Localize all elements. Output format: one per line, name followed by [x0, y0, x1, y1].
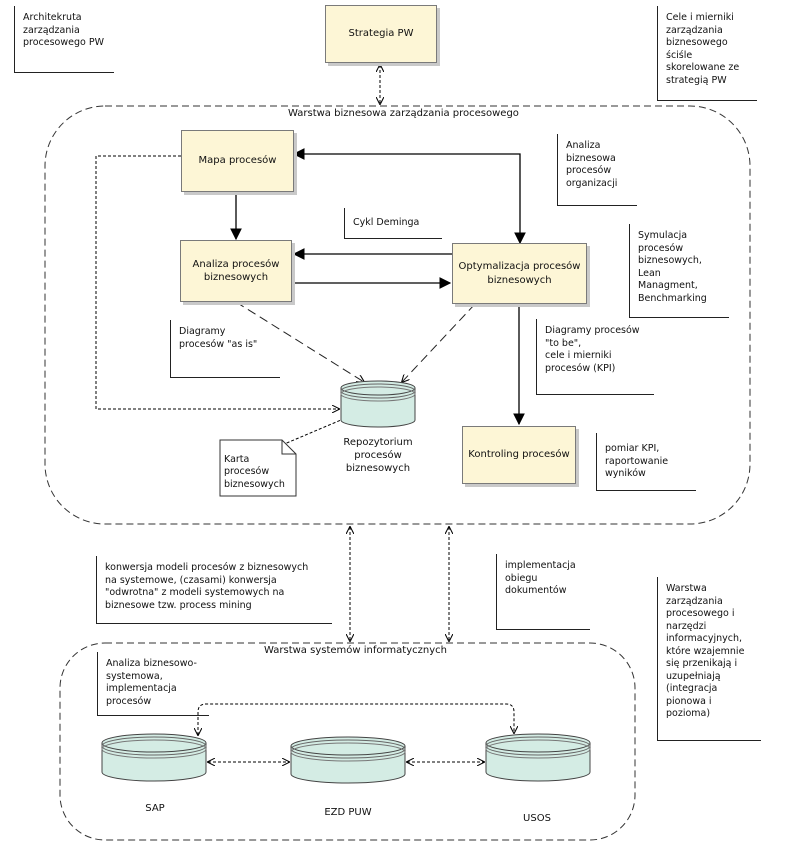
sap-label: SAP — [145, 803, 165, 814]
strategy-box: Strategia PW — [325, 5, 437, 63]
systems-layer-title: Warstwa systemów informatycznych — [262, 645, 449, 656]
to-be-note: Diagramy procesów "to be", cele i mierni… — [536, 319, 654, 395]
business-analysis-note: Analiza biznesowa procesów organizacji — [557, 134, 637, 206]
system-analysis-note: Analiza biznesowo- systemowa, implementa… — [97, 652, 209, 716]
analysis-to-repository-link — [235, 301, 364, 382]
process-card-label: Karta procesów biznesowych — [224, 454, 285, 490]
process-controlling-box: Kontroling procesów — [462, 426, 576, 484]
process-analysis-box: Analiza procesów biznesowych — [180, 240, 292, 302]
process-map-box: Mapa procesów — [181, 130, 294, 192]
process-optimization-label: Optymalizacja procesów biznesowych — [458, 261, 581, 286]
as-is-note: Diagramy procesów "as is" — [170, 320, 280, 378]
process-card-shape — [219, 439, 297, 497]
map-to-repository-link — [95, 155, 339, 409]
usos-label: USOS — [523, 813, 551, 824]
goals-note: Cele i mierniki zarządzania biznesowego … — [657, 6, 757, 101]
simulation-note: Symulacja procesów biznesowych, Lean Man… — [629, 224, 729, 318]
architecture-note: Architekruta zarządzania procesowego PW — [14, 6, 114, 73]
business-layer-title: Warstwa biznesowa zarządzania procesoweg… — [286, 108, 521, 119]
layers-note: Warstwa zarządzania procesowego i narzęd… — [657, 577, 761, 741]
ezd-cylinder — [290, 736, 406, 784]
business-layer-frame — [44, 105, 751, 525]
conversion-note: konwersja modeli procesów z biznesowych … — [96, 556, 332, 624]
optimization-to-map-arrow — [292, 148, 526, 245]
process-repository-cylinder — [340, 380, 416, 428]
systems-layer-frame — [59, 642, 636, 841]
kpi-note: pomiar KPI, raportowanie wyników — [596, 433, 696, 491]
strategy-label: Strategia PW — [348, 28, 414, 40]
usos-cylinder — [485, 733, 591, 782]
deming-note: Cykl Deminga — [344, 208, 442, 239]
document-flow-note: implementacja obiegu dokumentów — [496, 554, 590, 630]
ezd-label: EZD PUW — [324, 807, 372, 818]
sap-cylinder — [101, 733, 207, 782]
process-analysis-label: Analiza procesów biznesowych — [192, 258, 280, 284]
process-optimization-box: Optymalizacja procesów biznesowych — [452, 243, 587, 304]
process-map-label: Mapa procesów — [198, 155, 277, 167]
process-controlling-label: Kontroling procesów — [468, 449, 570, 461]
card-to-repository-link — [281, 419, 342, 446]
sap-usos-link — [198, 703, 514, 735]
process-repository-label: Repozytorium procesów biznesowych — [343, 437, 413, 475]
optimization-to-repository-link — [402, 303, 476, 382]
